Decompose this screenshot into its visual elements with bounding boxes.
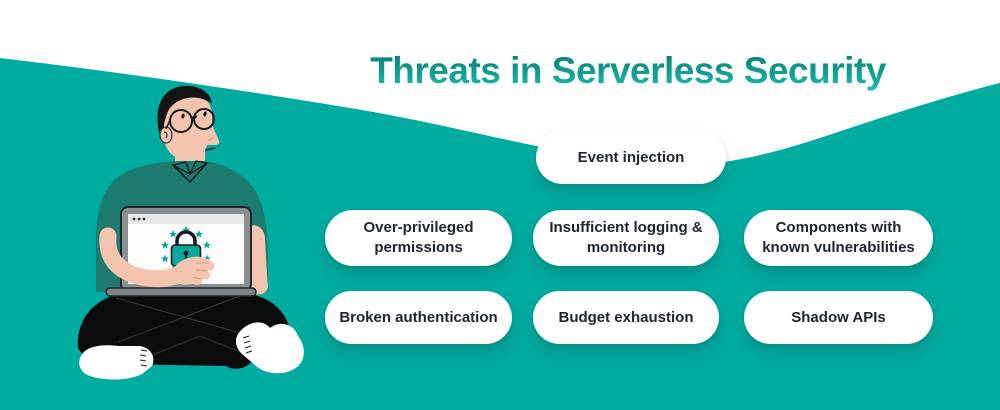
threat-pill-label: Components with known vulnerabilities xyxy=(762,219,915,256)
threat-pill-broken-authentication: Broken authentication xyxy=(325,291,512,344)
threat-pill-budget-exhaustion: Budget exhaustion xyxy=(533,291,719,344)
threat-pill-over-privileged-permissions: Over-privileged permissions xyxy=(325,210,512,266)
glasses-icon xyxy=(165,108,215,133)
threat-pill-label: Insufficient logging & monitoring xyxy=(549,219,703,256)
threat-pill-label: Budget exhaustion xyxy=(558,308,694,326)
threat-pill-event-injection: Event injection xyxy=(536,131,726,184)
threat-pill-label: Shadow APIs xyxy=(791,308,886,326)
threat-pill-shadow-apis: Shadow APIs xyxy=(744,291,933,344)
threat-pill-label: Event injection xyxy=(577,148,685,166)
person-head xyxy=(157,85,220,176)
laptop xyxy=(105,206,257,297)
page-title: Threats in Serverless Security xyxy=(370,50,886,91)
threat-pill-label: Broken authentication xyxy=(339,308,498,326)
threat-pill-insufficient-logging-monitoring: Insufficient logging & monitoring xyxy=(533,210,719,266)
person-left-arm xyxy=(99,227,215,288)
person-shoes xyxy=(79,322,304,380)
threat-pill-label: Over-privileged permissions xyxy=(363,219,474,256)
threat-pill-components-known-vulnerabilities: Components with known vulnerabilities xyxy=(744,210,933,266)
